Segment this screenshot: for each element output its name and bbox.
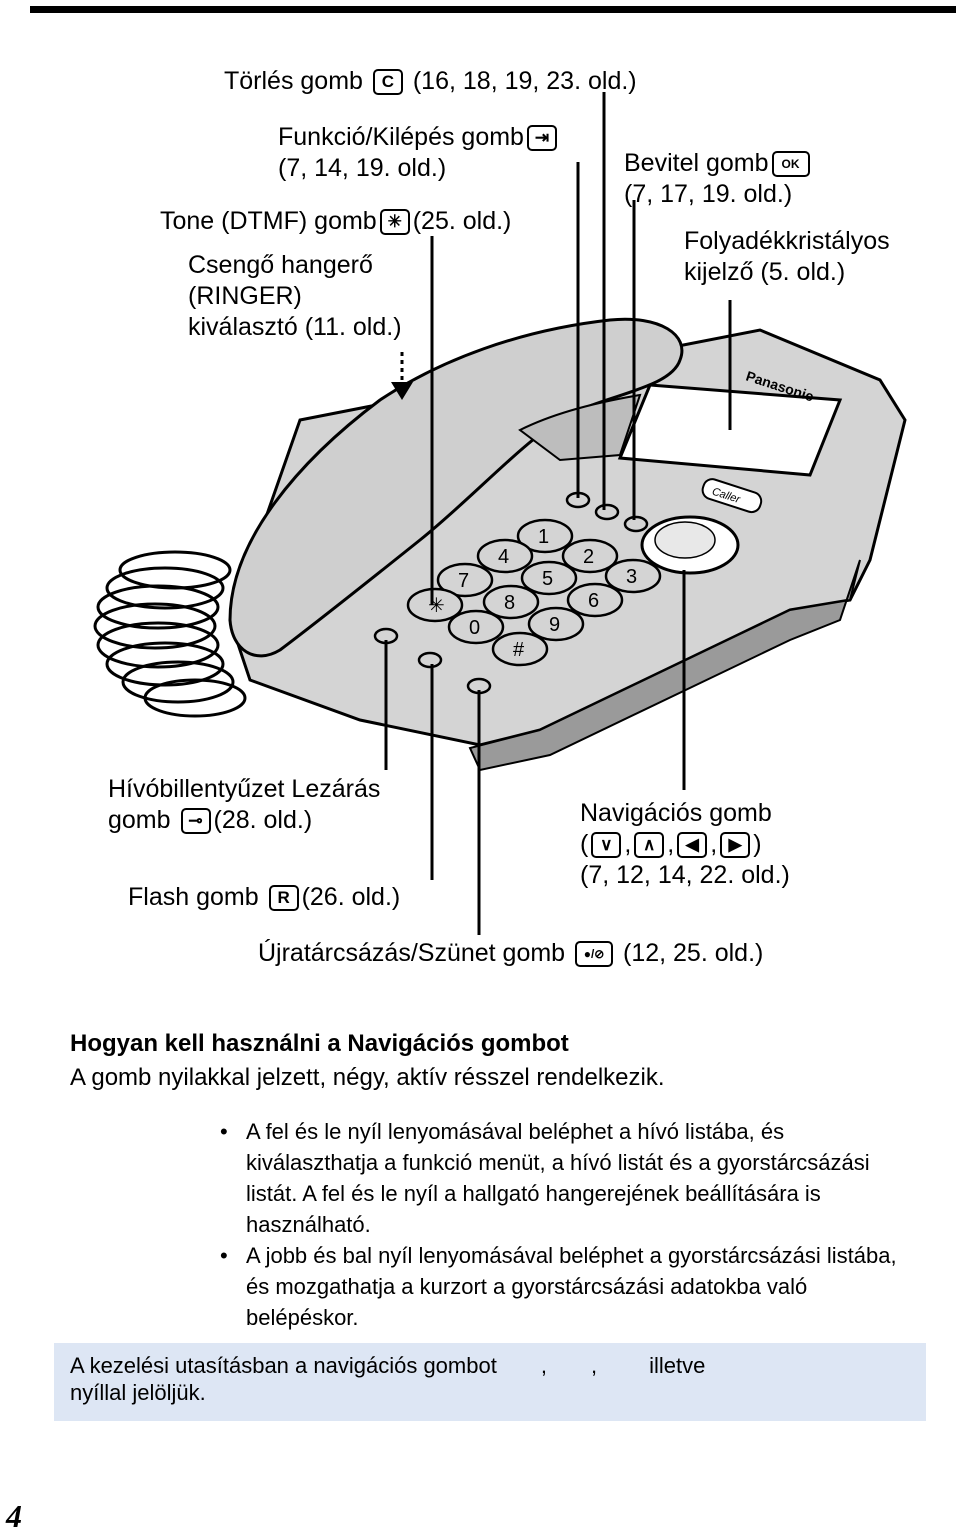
svg-text:1: 1 (538, 526, 549, 548)
lock-key-icon: ⊸ (180, 808, 211, 835)
clear-button-label: Törlés gomb C (16, 18, 19, 23. old.) (224, 67, 637, 96)
navigation-key-center (654, 521, 716, 559)
svg-text:8: 8 (504, 592, 515, 614)
clear-key-icon: C (372, 69, 403, 96)
svg-text:6: 6 (588, 590, 599, 612)
list-item: •A fel és le nyíl lenyomásával beléphet … (220, 1119, 870, 1237)
leader-lines (384, 92, 732, 935)
left-key-icon: ◀ (677, 832, 708, 859)
function-exit-label: Funkció/Kilépés gomb⇥ (7, 14, 19. old.) (278, 122, 560, 184)
top-rule (30, 6, 956, 13)
page-number: 4 (6, 1498, 22, 1534)
down-key-icon: ∨ (591, 832, 622, 859)
keypad (406, 518, 662, 667)
svg-text:#: # (513, 639, 525, 661)
keypad-lock-label: Hívóbillentyűzet Lezárás gomb ⊸(28. old.… (108, 775, 381, 835)
phone-base-side (468, 559, 861, 772)
handset-cradle (518, 393, 642, 462)
svg-text:4: 4 (498, 546, 509, 568)
instruction-list: •A fel és le nyíl lenyomásával beléphet … (216, 1116, 916, 1333)
svg-text:9: 9 (549, 614, 560, 636)
list-item: •A jobb és bal nyíl lenyomásával beléphe… (220, 1243, 897, 1330)
svg-text:7: 7 (458, 570, 469, 592)
svg-text:0: 0 (469, 617, 480, 639)
small-buttons (373, 491, 649, 695)
caller-logo: Caller (701, 478, 763, 514)
phone-illustration: Panasonic Caller 1 2 3 4 5 6 (93, 92, 907, 935)
tone-button-label: Tone (DTMF) gomb✳(25. old.) (160, 207, 512, 236)
svg-text:3: 3 (626, 566, 637, 588)
handset (228, 317, 684, 658)
redial-pause-label: Újratárcsázás/Szünet gomb ●/⊘ (12, 25. o… (258, 939, 764, 968)
tone-key-icon: ✳ (379, 209, 410, 236)
arrow-down-icon (391, 382, 413, 400)
flash-button-label: Flash gomb R(26. old.) (128, 883, 401, 912)
right-key-icon: ▶ (720, 832, 751, 859)
navigation-button-label: Navigációs gomb (∨,∧,◀,▶) (7, 12, 14, 22… (580, 799, 790, 889)
svg-text:2: 2 (583, 546, 594, 568)
redial-key-icon: ●/⊘ (575, 941, 614, 968)
ok-key-icon: OK (771, 151, 810, 178)
section-heading: Hogyan kell használni a Navigációs gombo… (70, 1030, 569, 1057)
ringer-label: Csengő hangerő(RINGER)kiválasztó (11. ol… (188, 251, 402, 341)
section-subheading: A gomb nyilakkal jelzett, négy, aktív ré… (70, 1064, 665, 1091)
up-key-icon: ∧ (634, 832, 665, 859)
coiled-cord (93, 550, 247, 718)
svg-text:5: 5 (542, 568, 553, 590)
note-box: A kezelési utasításban a navigációs gomb… (54, 1343, 926, 1421)
function-key-icon: ⇥ (526, 125, 557, 152)
flash-key-icon: R (268, 885, 299, 912)
